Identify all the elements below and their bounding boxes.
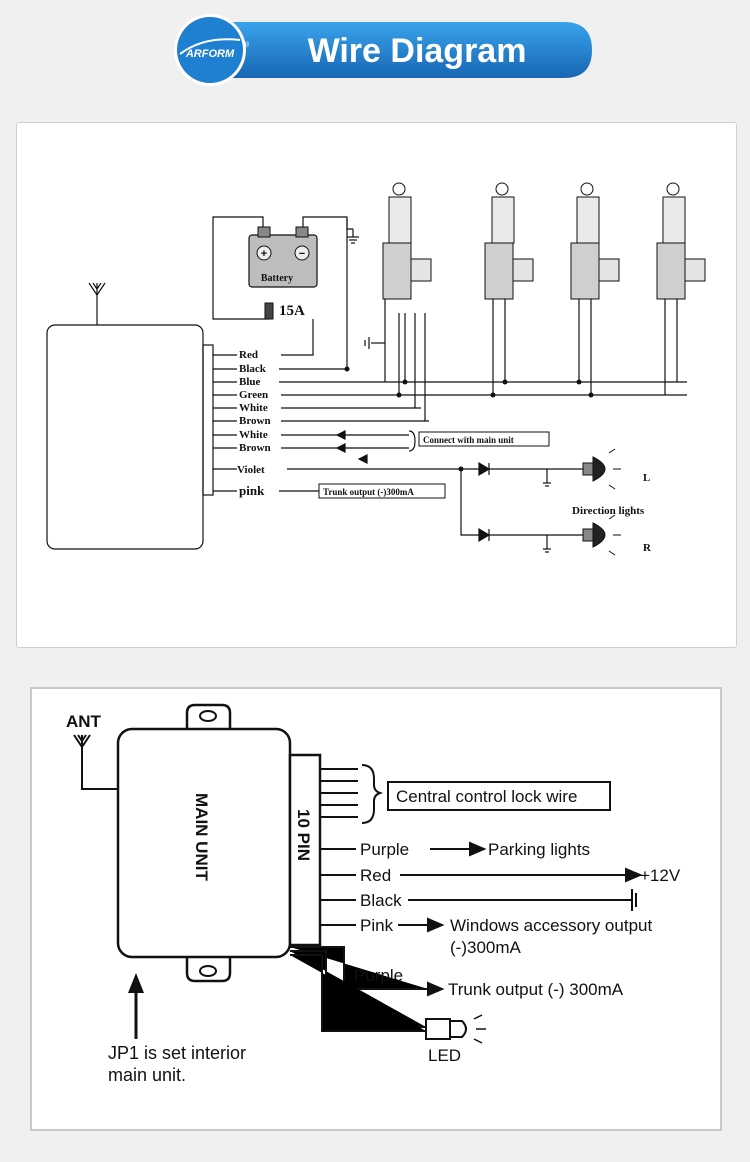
battery-plus-symbol: +	[261, 248, 267, 260]
central-lock-pins	[320, 768, 358, 818]
diode-left-icon	[478, 461, 491, 477]
door-lock-actuator-4	[656, 182, 706, 300]
main-unit-box	[116, 703, 322, 983]
battery-label: Battery	[261, 273, 293, 284]
fuse: 15A	[264, 302, 305, 320]
logo-registered-mark: ®	[244, 41, 250, 49]
door-lock-actuator-2	[484, 182, 534, 300]
wire-label-green: Green	[239, 389, 268, 401]
windows-output-line2: (-)300mA	[450, 938, 522, 957]
battery-plus-icon	[256, 245, 272, 261]
jp1-note-line2: main unit.	[108, 1065, 186, 1085]
windows-output-line1: Windows accessory output	[450, 916, 652, 935]
main-unit-box	[46, 324, 204, 550]
wire-label-black: Black	[239, 363, 267, 375]
wire-diagram-panel-2: ANT MAIN UNIT 10 PIN Central control loc…	[30, 687, 722, 1131]
fuse-label: 15A	[279, 303, 305, 319]
logo-badge	[177, 17, 243, 83]
led-icon	[425, 1014, 486, 1044]
wire-label-purple: Purple	[360, 840, 409, 859]
jp1-arrow-icon	[128, 973, 144, 1039]
wire-label-purple-2: Purple	[354, 966, 403, 985]
battery-minus-symbol: −	[299, 248, 305, 260]
junction-dots	[344, 366, 594, 472]
ground-icon	[347, 229, 359, 244]
trunk-output-label: Trunk output (-) 300mA	[448, 980, 624, 999]
page-title: Wire Diagram	[308, 32, 527, 70]
trunk-note: Trunk output (-)300mA	[323, 487, 414, 497]
trunk-note-box	[318, 483, 446, 499]
connect-brace	[408, 430, 416, 452]
lamp-right-label: R	[643, 542, 652, 554]
mount-hole-top	[199, 710, 217, 722]
battery-terminal-positive	[257, 226, 271, 238]
battery-terminal-negative	[295, 226, 309, 238]
led-label: LED	[428, 1046, 461, 1065]
central-lock-box	[387, 781, 611, 811]
actuators	[382, 182, 706, 300]
diode-right-icon	[478, 527, 491, 543]
wire-label-white: White	[239, 402, 268, 414]
wire-diagram-panel-1: Red Black Blue Green White Brown White B…	[16, 122, 737, 648]
wire-label-pink: Pink	[360, 916, 394, 935]
header-graphic: ARFORM ® Wire Diagram	[174, 14, 592, 86]
plus12v-label: +12V	[640, 866, 681, 885]
wire-label-violet: Violet	[237, 464, 265, 476]
central-lock-label: Central control lock wire	[396, 787, 577, 806]
mount-hole-bottom	[199, 965, 217, 977]
wire-rows	[290, 841, 643, 1032]
wire-label-black: Black	[360, 891, 402, 910]
door-lock-actuator-3	[570, 182, 620, 300]
battery-minus-icon	[294, 245, 310, 261]
central-lock-brace	[361, 764, 384, 824]
main-unit-label: MAIN UNIT	[192, 793, 211, 881]
connect-note: Connect with main unit	[423, 435, 514, 445]
pin-label: 10 PIN	[294, 809, 313, 861]
antenna-icon	[88, 282, 106, 297]
wire-label-white-2: White	[239, 429, 268, 441]
logo-swoosh	[179, 38, 241, 55]
door-lock-actuator-1	[382, 182, 432, 300]
jp1-note-line1: JP1 is set interior	[108, 1043, 246, 1063]
wire-diagram-1: Red Black Blue Green White Brown White B…	[46, 182, 706, 556]
wire-label-brown-2: Brown	[239, 442, 271, 454]
lamp-left-label: L	[643, 472, 650, 484]
ant-label: ANT	[66, 712, 102, 731]
wire-label-pink: pink	[239, 483, 265, 498]
lamp-right-icon	[582, 514, 621, 556]
title-ribbon	[224, 22, 592, 78]
antenna-icon	[73, 734, 118, 790]
wire-label-red: Red	[360, 866, 391, 885]
fuse-icon	[264, 302, 274, 320]
wire-label-blue: Blue	[239, 376, 261, 388]
logo-text: ARFORM	[185, 48, 235, 60]
header-banner: ARFORM ® Wire Diagram	[164, 14, 594, 86]
wire-stubs	[213, 354, 237, 492]
parking-lights-label: Parking lights	[488, 840, 590, 859]
battery: + − Battery	[248, 226, 318, 288]
wire-label-red: Red	[239, 349, 258, 361]
connect-arrows	[281, 430, 409, 464]
direction-light-circuit	[478, 461, 583, 553]
direction-lights-label: Direction lights	[572, 505, 645, 517]
connector-strip	[202, 344, 214, 496]
wire-label-brown: Brown	[239, 415, 271, 427]
wire-runs	[212, 216, 687, 536]
connect-note-box	[418, 431, 550, 447]
wire-diagram-2: ANT MAIN UNIT 10 PIN Central control loc…	[66, 703, 681, 1085]
lamp-left-icon	[582, 448, 621, 490]
